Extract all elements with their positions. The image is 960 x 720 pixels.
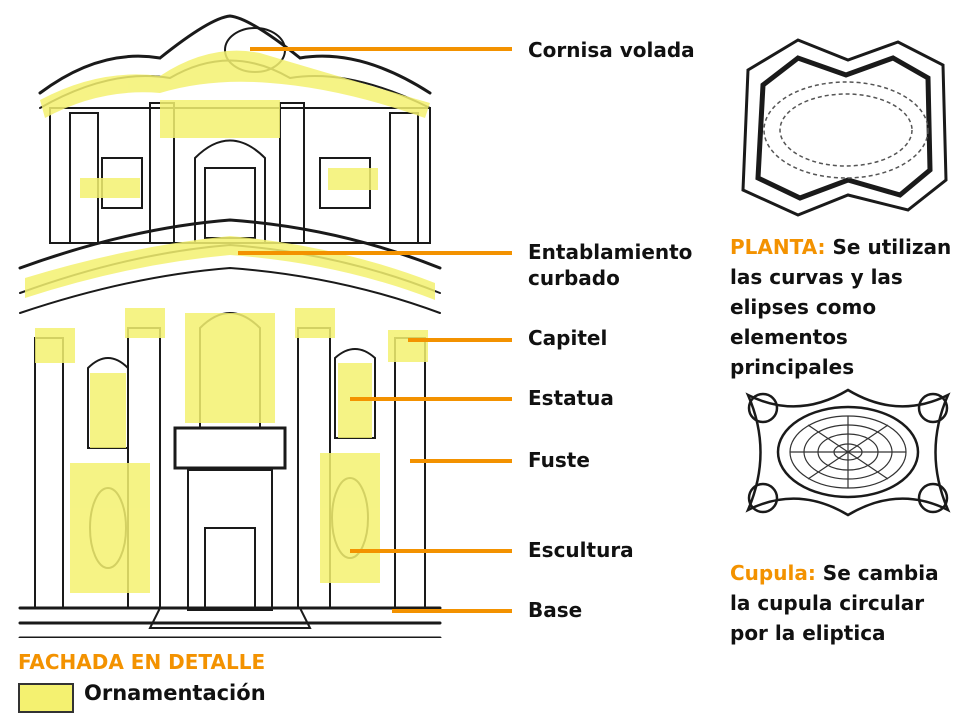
planta-text: Se utilizan las curvas y las elipses com… (730, 235, 952, 379)
callout-line-base (392, 609, 512, 613)
callout-line-entablamiento (238, 251, 512, 255)
callout-line-estatua (350, 397, 512, 401)
label-fuste: Fuste (528, 448, 590, 472)
planta-label: PLANTA: (730, 235, 826, 259)
callout-line-capitel (408, 338, 512, 342)
cupula-text: Se cambia la cupula circular por la elip… (730, 561, 939, 645)
label-entablamiento-curbado: Entablamiento curbado (528, 240, 693, 290)
label-base: Base (528, 598, 583, 622)
callout-line-escultura (350, 549, 512, 553)
label-cornisa-volada: Cornisa volada (528, 38, 695, 62)
label-estatua: Estatua (528, 386, 614, 410)
legend-label: Ornamentación (84, 681, 266, 705)
cupula-caption: Cupula: Se cambia la cupula circular por… (730, 558, 960, 648)
legend-swatch (18, 683, 74, 713)
label-capitel: Capitel (528, 326, 608, 350)
planta-caption: PLANTA: Se utilizan las curvas y las eli… (730, 232, 960, 382)
cupula-label: Cupula: (730, 561, 816, 585)
planta-sketch (741, 38, 948, 217)
cupula-sketch (745, 388, 951, 517)
callout-line-fuste (410, 459, 512, 463)
facade-sketch (18, 14, 442, 638)
callout-line-cornisa (250, 47, 512, 51)
legend-title: FACHADA EN DETALLE (18, 650, 266, 674)
label-escultura: Escultura (528, 538, 634, 562)
